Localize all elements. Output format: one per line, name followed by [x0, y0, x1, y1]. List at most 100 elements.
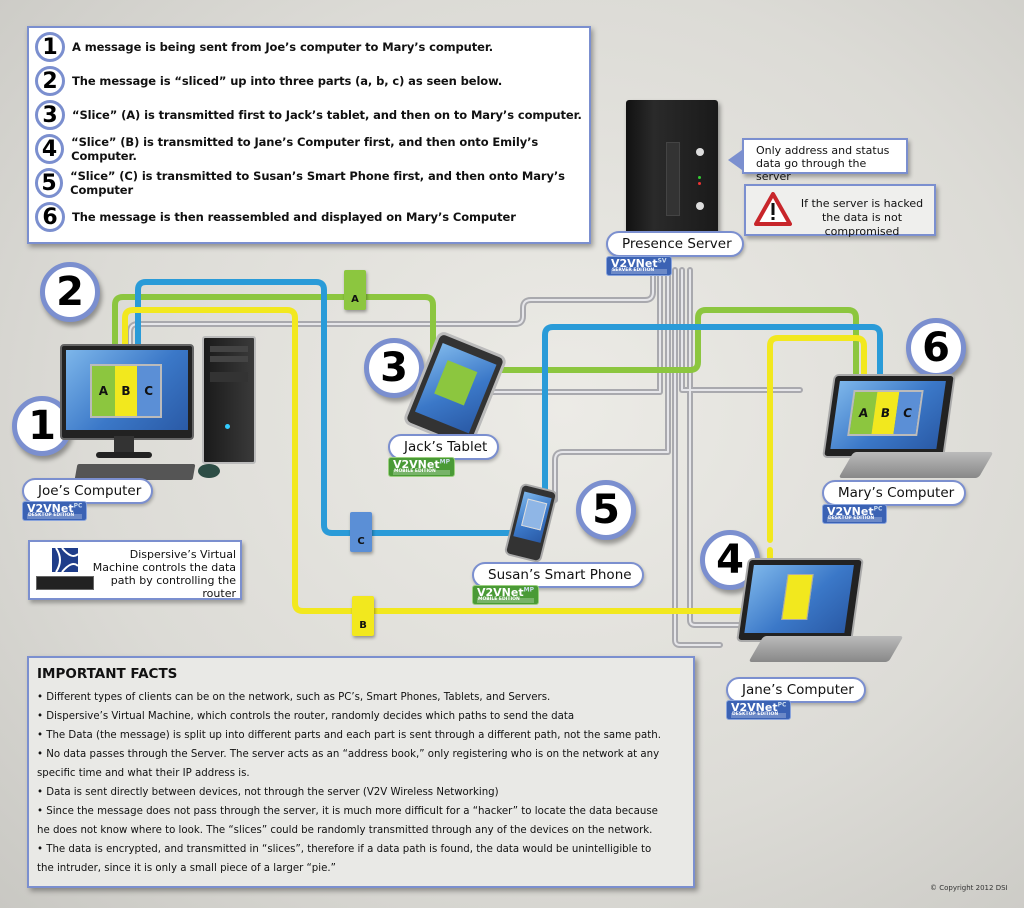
fact-line: • Data is sent directly between devices,…	[37, 787, 499, 798]
reassembled-envelope: A B C	[847, 390, 924, 436]
monitor-stand	[114, 436, 134, 454]
marker-2: 2	[40, 262, 100, 322]
envelope-part-b: B	[114, 366, 138, 416]
router-icon	[36, 576, 94, 590]
marker-3: 3	[364, 338, 424, 398]
badge-sup: PC	[777, 701, 787, 709]
step-number: 4	[35, 134, 65, 164]
step-2: 2 The message is “sliced” up into three …	[35, 66, 502, 96]
badge-text: V2VNet	[827, 505, 874, 519]
v2vnet-badge-server: V2VNetSV SERVER EDITION	[606, 256, 672, 276]
dispersive-logo-icon	[52, 548, 78, 572]
badge-edition: DESKTOP EDITION	[731, 713, 787, 718]
step-6: 6 The message is then reassembled and di…	[35, 202, 516, 232]
v2vnet-badge-susan: V2VNetMP MOBILE EDITION	[472, 585, 539, 605]
vm-note-text: Dispersive’s Virtual Machine controls th…	[92, 548, 236, 600]
step-5: 5 “Slice” (C) is transmitted to Susan’s …	[35, 168, 589, 198]
path-slice-b-2	[767, 335, 867, 543]
device-label-mary: Mary’s Computer	[822, 480, 967, 506]
fact-line: • Different types of clients can be on t…	[37, 692, 551, 703]
server-tower-icon	[626, 100, 718, 238]
step-number: 6	[35, 202, 65, 232]
important-facts-panel: IMPORTANT FACTS • Different types of cli…	[27, 656, 695, 888]
badge-sup: MP	[523, 586, 534, 594]
badge-edition: MOBILE EDITION	[393, 470, 450, 475]
fact-line: • The data is encrypted, and transmitted…	[37, 844, 652, 855]
fact-line: • The Data (the message) is split up int…	[37, 730, 661, 741]
badge-text: V2VNet	[477, 586, 524, 600]
badge-text: V2VNet	[27, 502, 74, 516]
device-label-server: Presence Server	[606, 231, 744, 257]
envelope-part-a: A	[92, 366, 115, 416]
server-note: Only address and status data go through …	[742, 138, 908, 183]
laptop-icon-mary: A B C	[822, 374, 956, 458]
badge-edition: SERVER EDITION	[611, 269, 667, 274]
vm-note: Dispersive’s Virtual Machine controls th…	[28, 540, 242, 600]
badge-edition: DESKTOP EDITION	[27, 514, 83, 519]
mouse-icon	[198, 464, 220, 478]
device-label-susan: Susan’s Smart Phone	[472, 562, 644, 588]
callout-arrow-icon	[728, 150, 742, 170]
badge-sup: PC	[873, 505, 883, 513]
server-note-text: Only address and status data go through …	[756, 144, 890, 183]
warning-triangle-icon	[754, 192, 792, 226]
device-label-jane: Jane’s Computer	[726, 677, 866, 703]
marker-4: 4	[700, 530, 760, 590]
slice-c: C	[350, 512, 372, 552]
step-text: “Slice” (B) is transmitted to Jane’s Com…	[71, 135, 539, 163]
fact-line: • Since the message does not pass throug…	[37, 806, 658, 817]
warning-note: If the server is hacked the data is not …	[744, 184, 936, 238]
badge-sup: PC	[73, 502, 83, 510]
step-3: 3 “Slice” (A) is transmitted first to Ja…	[35, 100, 582, 130]
badge-text: V2VNet	[393, 458, 440, 472]
step-text: “Slice” (A) is transmitted first to Jack…	[72, 108, 582, 122]
laptop-keyboard	[838, 452, 994, 478]
copyright: © Copyright 2012 DSI	[930, 884, 1008, 892]
path-slice-a	[112, 294, 859, 398]
step-text: The message is “sliced” up into three pa…	[72, 74, 503, 88]
pc-tower-icon	[202, 336, 256, 464]
fact-line: • No data passes through the Server. The…	[37, 749, 660, 760]
device-label-joe: Joe’s Computer	[22, 478, 154, 504]
step-number: 3	[35, 100, 65, 130]
v2vnet-badge-joe: V2VNetPC DESKTOP EDITION	[22, 501, 88, 521]
slice-b: B	[352, 596, 374, 636]
marker-5: 5	[576, 480, 636, 540]
badge-sup: SV	[657, 257, 667, 265]
v2vnet-badge-mary: V2VNetPC DESKTOP EDITION	[822, 504, 888, 524]
step-4: 4 “Slice” (B) is transmitted to Jane’s C…	[35, 134, 589, 164]
steps-panel: 1 A message is being sent from Joe’s com…	[27, 26, 591, 244]
message-envelope: A B C	[90, 364, 162, 418]
badge-text: V2VNet	[731, 701, 778, 715]
step-text: “Slice” (C) is transmitted to Susan’s Sm…	[70, 169, 565, 197]
v2vnet-badge-jane: V2VNetPC DESKTOP EDITION	[726, 700, 792, 720]
badge-sup: MP	[439, 458, 450, 466]
v2vnet-badge-jack: V2VNetMP MOBILE EDITION	[388, 457, 455, 477]
step-number: 5	[35, 168, 64, 198]
warning-note-text: If the server is hacked the data is not …	[800, 197, 924, 238]
step-text: The message is then reassembled and disp…	[72, 210, 516, 224]
fact-line: the intruder, since it is only a small p…	[37, 863, 336, 874]
badge-edition: DESKTOP EDITION	[827, 517, 883, 522]
facts-title: IMPORTANT FACTS	[37, 666, 178, 682]
fact-line: specific time and what their IP address …	[37, 768, 250, 779]
fact-line: he does not know where to look. The “sli…	[37, 825, 653, 836]
path-slice-c	[135, 279, 523, 536]
badge-edition: MOBILE EDITION	[477, 598, 534, 603]
step-number: 2	[35, 66, 65, 96]
step-text: A message is being sent from Joe’s compu…	[72, 40, 494, 54]
marker-6: 6	[906, 318, 966, 378]
slice-a: A	[344, 270, 366, 310]
badge-text: V2VNet	[611, 257, 658, 271]
step-1: 1 A message is being sent from Joe’s com…	[35, 32, 493, 62]
envelope-part-c: C	[893, 392, 922, 434]
desktop-monitor-icon: A B C	[60, 344, 194, 440]
step-number: 1	[35, 32, 65, 62]
fact-line: • Dispersive’s Virtual Machine, which co…	[37, 711, 575, 722]
monitor-base	[96, 452, 152, 458]
path-slice-c-2	[542, 324, 883, 498]
envelope-part-c: C	[137, 366, 161, 416]
laptop-icon-jane	[736, 558, 864, 642]
laptop-keyboard	[748, 636, 904, 662]
